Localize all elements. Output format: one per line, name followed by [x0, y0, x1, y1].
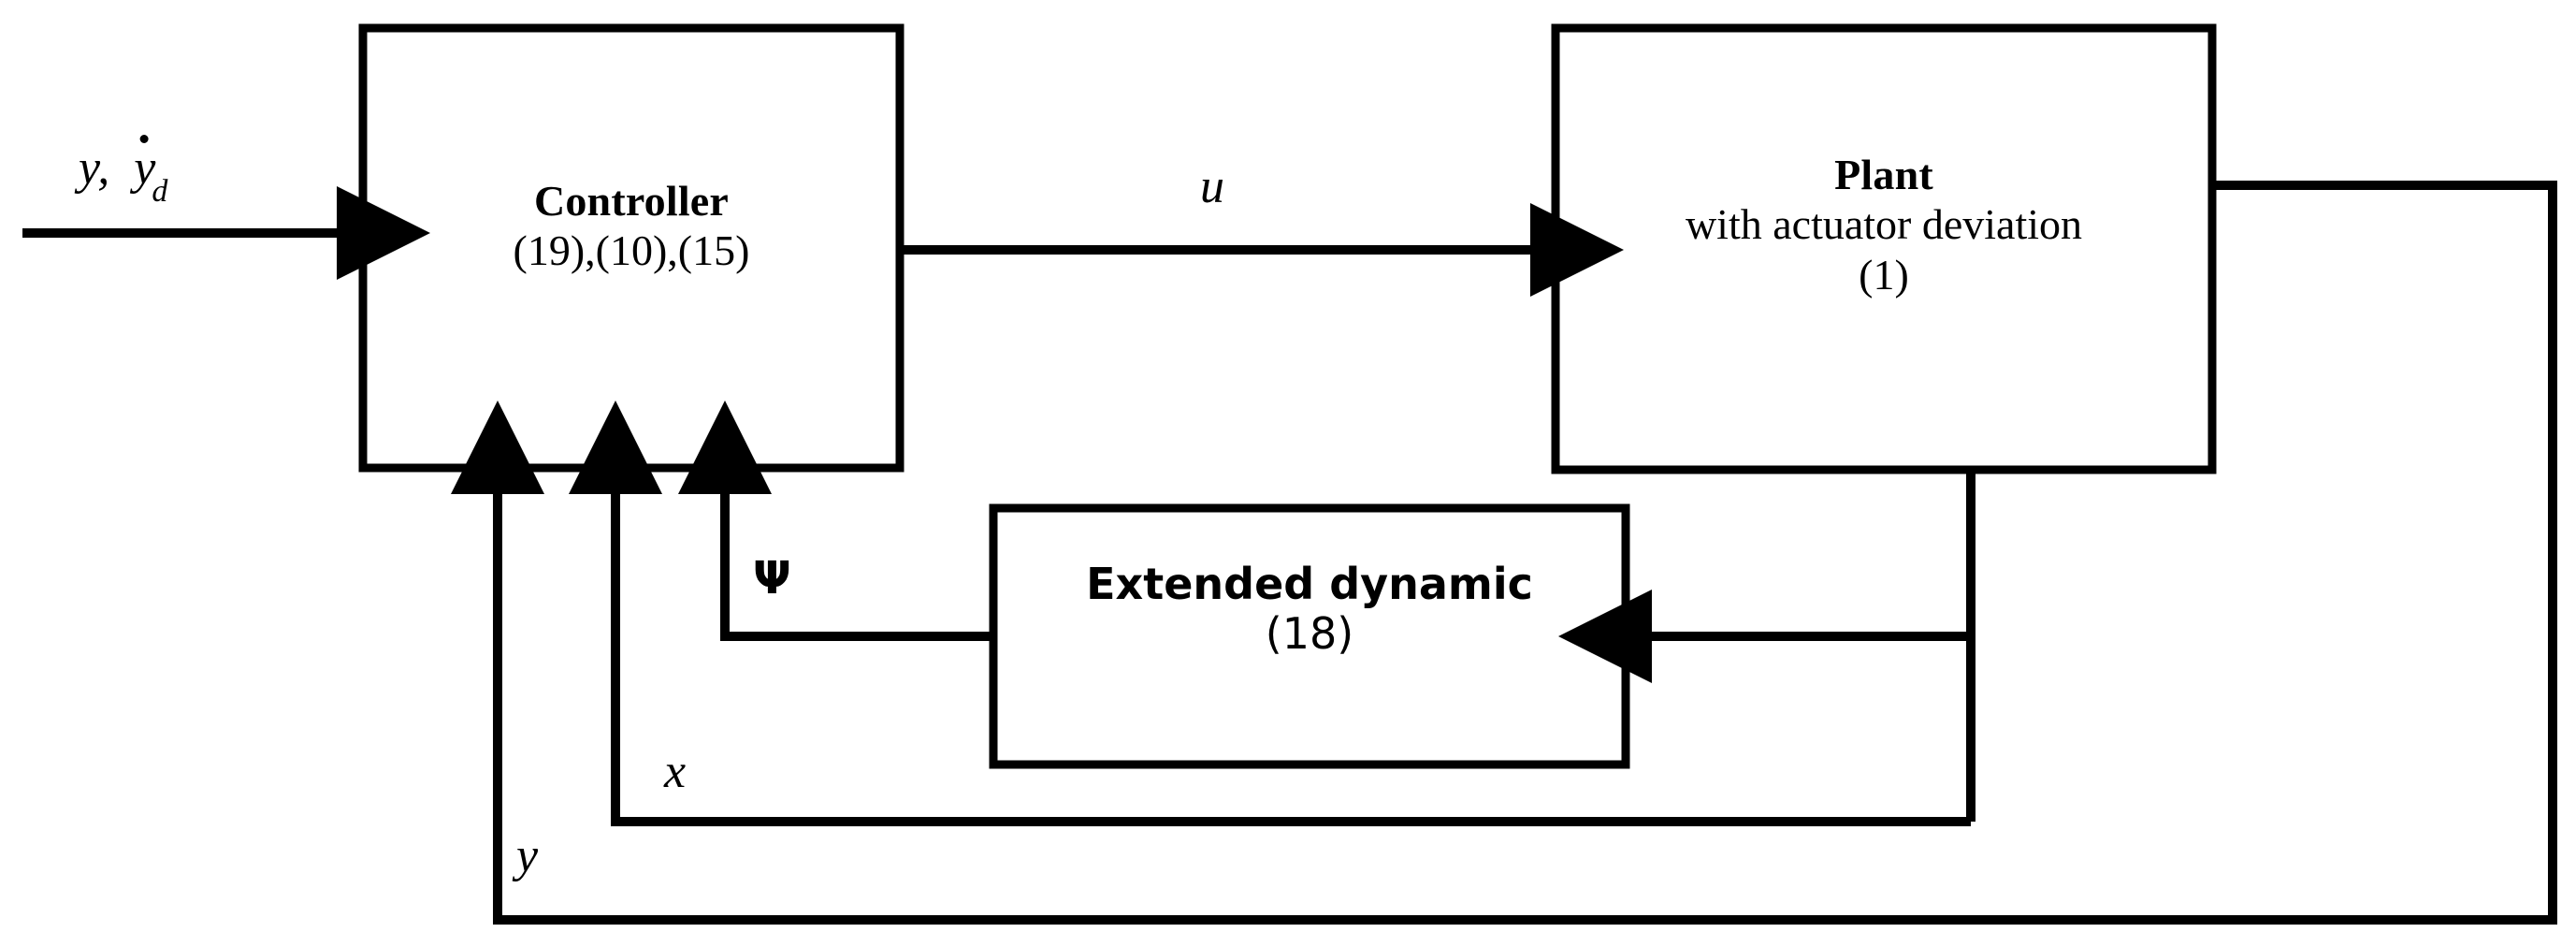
state-signal-label: x [664, 745, 687, 798]
reference-ydot-symbol: y [134, 141, 156, 195]
psi-signal-label: Ψ [753, 552, 791, 605]
control-signal-label: u [1200, 160, 1224, 213]
extended-dynamic-block-outline [989, 503, 1630, 769]
reference-ydot-subscript: d [152, 174, 168, 210]
controller-block-outline [358, 23, 904, 473]
output-feedback-arrow [451, 181, 2557, 925]
output-signal-label: y [516, 829, 539, 882]
state-feedback-arrow [569, 401, 1971, 826]
reference-comma: , [97, 141, 110, 195]
plant-block-outline [1551, 23, 2217, 474]
reference-input-label: y, yd [79, 140, 171, 209]
psi-feedback-arrow [678, 401, 993, 641]
reference-y-symbol: y [79, 141, 98, 195]
